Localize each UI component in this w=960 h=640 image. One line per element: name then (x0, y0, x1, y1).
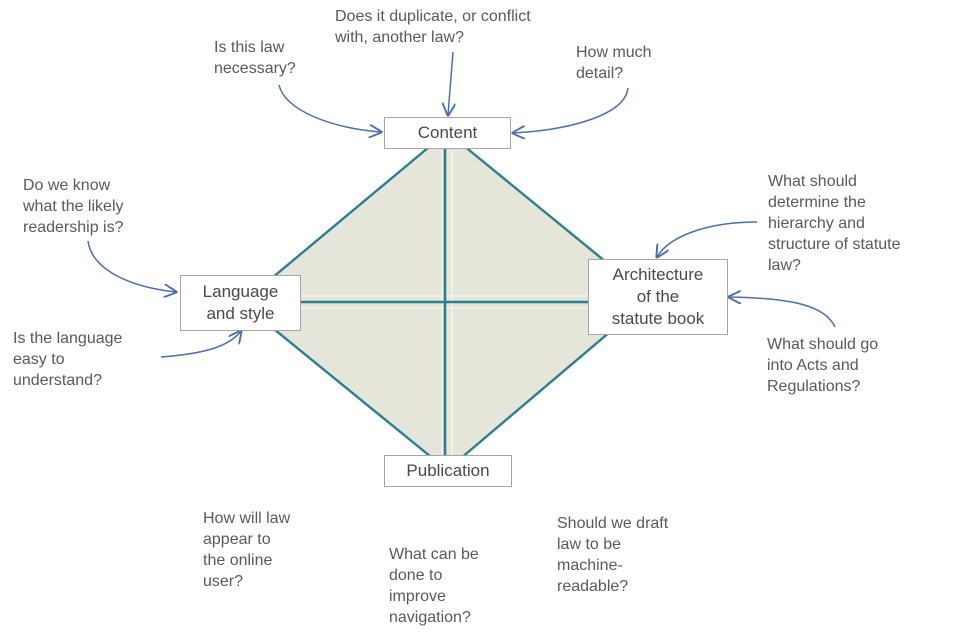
question-duplicate: Does it duplicate, or conflict with, ano… (335, 8, 531, 46)
node-language-and-style: Language and style (180, 275, 301, 331)
node-content-label: Content (417, 123, 478, 142)
node-architecture-label: Architecture of the statute book (611, 265, 705, 328)
question-easy: Is the language easy to understand? (13, 330, 123, 389)
arrow-hierarchy-to-architecture (657, 221, 758, 257)
question-online: How will law appear to the online user? (203, 510, 291, 590)
node-content: Content (384, 117, 511, 149)
question-machine: Should we draft law to be machine- reada… (557, 515, 669, 595)
arrow-detail-to-content (513, 87, 629, 133)
question-hierarchy: What should determine the hierarchy and … (768, 173, 901, 274)
node-architecture: Architecture of the statute book (588, 259, 728, 335)
node-publication-label: Publication (406, 461, 490, 480)
question-necessary: Is this law necessary? (214, 39, 296, 77)
arrows (87, 51, 836, 358)
question-navigation: What can be done to improve navigation? (389, 546, 479, 626)
arrow-readership-to-language (87, 240, 176, 292)
arrow-easy-to-language (160, 331, 241, 358)
arrow-duplicate-to-content (448, 51, 453, 115)
arrow-acts-to-architecture (729, 297, 836, 328)
node-language-label: Language and style (202, 282, 279, 323)
node-publication: Publication (384, 455, 512, 487)
question-acts: What should go into Acts and Regulations… (767, 336, 879, 395)
edge-language-content (241, 131, 448, 304)
arrow-necessary-to-content (278, 84, 381, 132)
diamond-cross (300, 148, 588, 456)
question-detail: How much detail? (576, 44, 652, 82)
question-readership: Do we know what the likely readership is… (23, 177, 124, 236)
